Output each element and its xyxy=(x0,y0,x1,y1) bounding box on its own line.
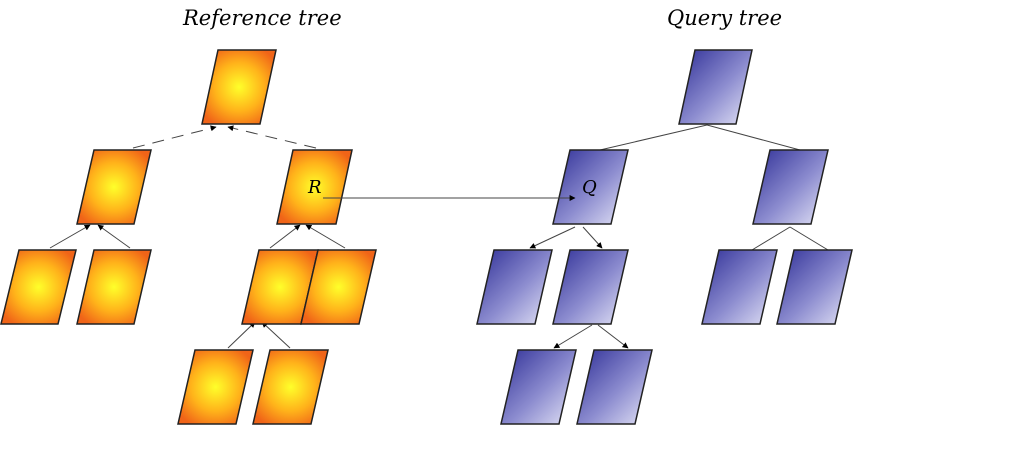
ref-node-rl-a xyxy=(177,349,254,425)
query-node-ql2-b xyxy=(576,349,653,425)
ref-node-lr xyxy=(76,249,152,325)
query-edge-root-right xyxy=(706,124,801,151)
query-node-label: Q xyxy=(582,177,597,198)
ref-edge-l1-lr xyxy=(97,224,131,249)
ref-edge-r-rr xyxy=(305,224,346,249)
query-node-ql1 xyxy=(476,249,553,325)
query-edge-q-left xyxy=(529,226,576,249)
query-node-rl xyxy=(701,249,778,325)
ref-edge-root-right xyxy=(227,125,317,149)
ref-node-left xyxy=(76,149,152,225)
ref-edge-l1-ll xyxy=(49,224,91,249)
query-edge-ql2-b xyxy=(597,324,629,349)
query-node-ql2 xyxy=(552,249,629,325)
ref-edge-rl-a xyxy=(227,321,256,349)
query-node-ql2-a xyxy=(500,349,577,425)
ref-node-rl-b xyxy=(252,349,329,425)
query-node-root xyxy=(678,49,753,125)
reference-tree-title: Reference tree xyxy=(183,6,342,30)
query-edge-right-b xyxy=(789,226,829,251)
reference-node-label: R xyxy=(307,177,322,198)
query-edge-ql2-a xyxy=(553,324,593,349)
query-tree-title: Query tree xyxy=(667,6,783,30)
query-edge-right-a xyxy=(751,226,791,251)
reference-tree-nodes xyxy=(0,49,377,425)
ref-node-rr xyxy=(300,249,377,325)
ref-edge-r-rl xyxy=(269,224,301,249)
ref-edge-root-left xyxy=(132,125,217,149)
ref-node-r xyxy=(276,149,353,225)
reference-tree-edges xyxy=(49,125,346,349)
ref-node-ll xyxy=(0,249,77,325)
query-node-rr xyxy=(776,249,853,325)
query-tree-nodes xyxy=(476,49,853,425)
query-node-q xyxy=(552,149,629,225)
query-edge-q-right xyxy=(582,226,603,249)
query-edge-root-left xyxy=(599,124,708,151)
query-node-right xyxy=(752,149,829,225)
ref-edge-rl-b xyxy=(261,321,291,349)
query-tree-edges xyxy=(529,124,829,349)
ref-node-root xyxy=(201,49,277,125)
